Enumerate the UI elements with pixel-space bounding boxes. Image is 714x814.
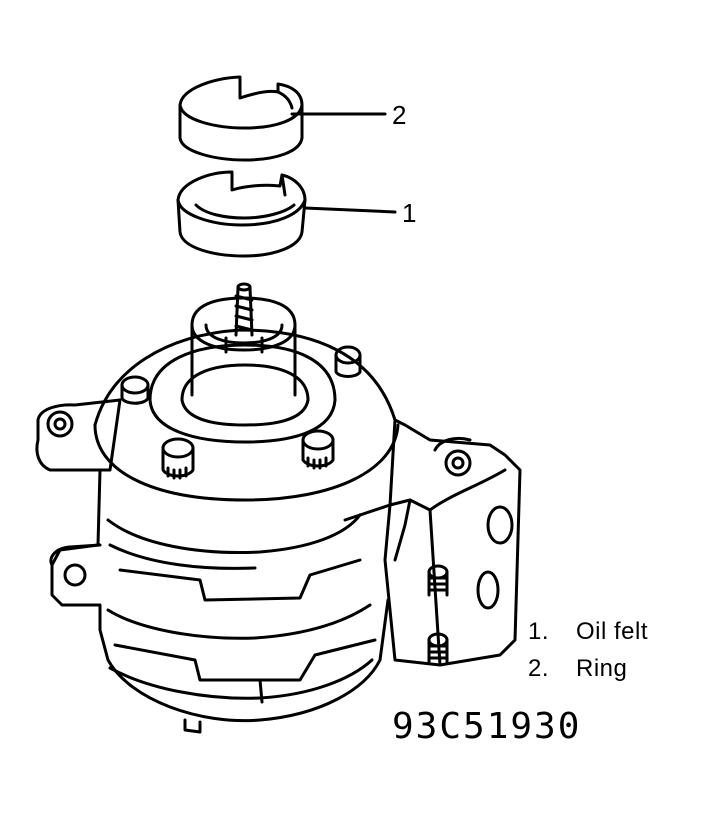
service-port-lower: [427, 632, 449, 664]
callout-number-2: 2: [392, 100, 406, 130]
callout-number-1: 1: [402, 198, 416, 228]
oil-felt-part: [176, 170, 307, 258]
legend-item-1-text: Oil felt: [576, 618, 648, 645]
legend-item-2-text: Ring: [576, 655, 627, 682]
bolt-top-left: [120, 375, 150, 405]
leader-line-1: [303, 206, 397, 214]
bolt-front-right: [301, 429, 335, 470]
legend-item-2-number: 2.: [528, 655, 549, 682]
compressor-body: [35, 282, 522, 734]
figure-code: 93C51930: [392, 706, 581, 747]
bolt-top-right: [334, 345, 362, 378]
legend: 1. Oil felt 2. Ring: [528, 618, 648, 682]
ring-part: [178, 75, 304, 162]
service-port-upper: [427, 564, 449, 597]
bolt-front-left: [161, 437, 195, 480]
legend-item-1-number: 1.: [528, 618, 549, 645]
